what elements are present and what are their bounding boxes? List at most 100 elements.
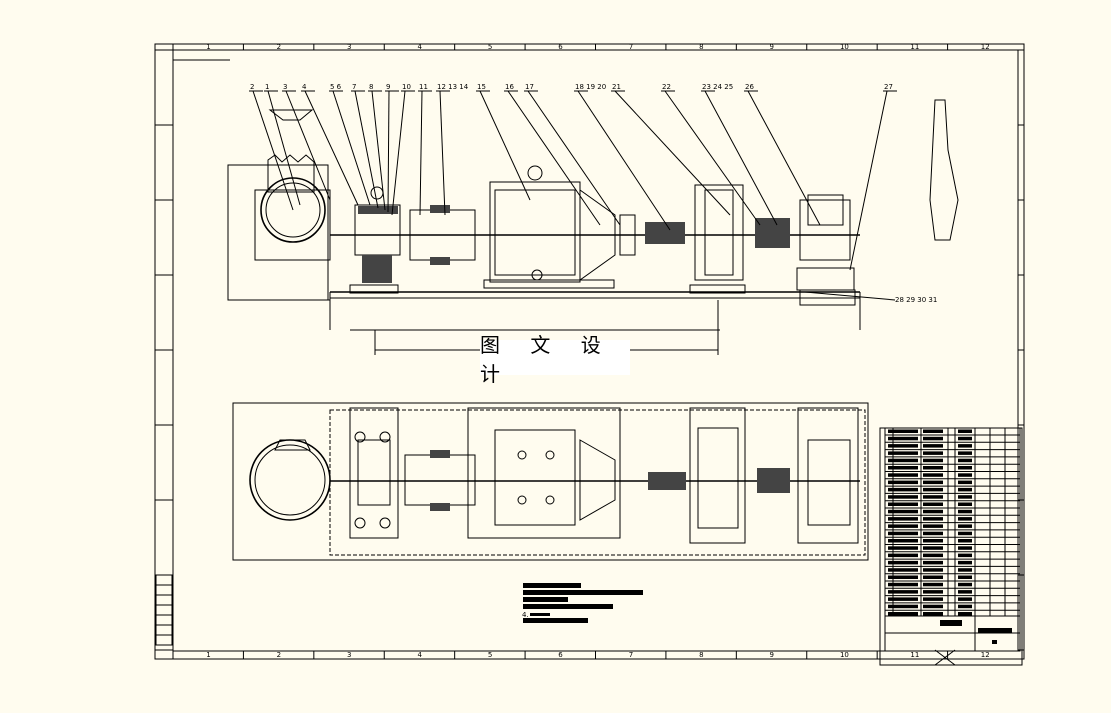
parts-list-text bbox=[888, 560, 918, 565]
leader-line bbox=[849, 90, 888, 271]
parts-list-text bbox=[958, 429, 972, 433]
parts-list-text bbox=[923, 539, 943, 543]
zone-number-bottom: 6 bbox=[558, 651, 563, 659]
parts-list-text bbox=[958, 597, 972, 601]
parts-list-text bbox=[958, 539, 972, 543]
parts-list-text bbox=[958, 590, 972, 594]
parts-list-text bbox=[888, 539, 918, 543]
parts-list-text bbox=[888, 517, 918, 521]
zone-number-bottom: 12 bbox=[981, 651, 990, 659]
parts-list-text bbox=[888, 612, 918, 616]
parts-list-text bbox=[923, 480, 943, 485]
zone-number-bottom: 10 bbox=[840, 651, 849, 659]
parts-list-text bbox=[888, 458, 918, 463]
parts-list-text bbox=[888, 436, 918, 441]
outer-frame bbox=[154, 43, 1025, 660]
parts-list-text bbox=[888, 480, 918, 485]
zone-number-top: 1 bbox=[206, 43, 210, 51]
balloon-label: 1 bbox=[265, 83, 269, 91]
leader-line bbox=[704, 90, 778, 226]
parts-list-text bbox=[958, 473, 972, 477]
balloon-label: 18 19 20 bbox=[575, 83, 606, 91]
parts-list-text bbox=[958, 612, 972, 616]
leader-line bbox=[747, 90, 821, 226]
balloon-label: 17 bbox=[525, 83, 534, 91]
balloon-label: 4 bbox=[302, 83, 307, 91]
zone-number-top: 2 bbox=[277, 43, 281, 51]
parts-list-text bbox=[923, 575, 943, 579]
zone-number-bottom: 3 bbox=[347, 651, 351, 659]
balloon-label: 10 bbox=[402, 83, 411, 91]
parts-list-text bbox=[923, 597, 943, 601]
leader-line bbox=[479, 90, 531, 201]
parts-list-text bbox=[923, 524, 943, 528]
zone-number-bottom: 9 bbox=[770, 651, 774, 659]
parts-list-text bbox=[923, 451, 943, 455]
parts-list-text bbox=[888, 590, 918, 594]
balloon-label: 9 bbox=[386, 83, 390, 91]
parts-list-text bbox=[958, 458, 972, 463]
parts-list-text bbox=[888, 568, 918, 572]
parts-list-text bbox=[923, 560, 943, 565]
leader-base bbox=[804, 291, 896, 301]
zone-number-top: 5 bbox=[488, 43, 492, 51]
zone-number-top: 3 bbox=[347, 43, 351, 51]
parts-list-text bbox=[923, 458, 943, 463]
balloon-label: 5 6 bbox=[330, 83, 342, 91]
parts-list-text bbox=[923, 444, 943, 448]
parts-list-text bbox=[923, 466, 943, 470]
title-text bbox=[940, 620, 962, 626]
leader-line bbox=[332, 90, 371, 206]
parts-list-text bbox=[888, 487, 918, 492]
parts-list-text bbox=[958, 553, 972, 558]
parts-list-text bbox=[888, 546, 918, 550]
balloon-label: 23 24 25 bbox=[702, 83, 733, 91]
drawing-name bbox=[978, 628, 1012, 633]
parts-list-text bbox=[958, 509, 972, 514]
parts-list-text bbox=[958, 487, 972, 492]
parts-list-text bbox=[958, 604, 972, 609]
parts-list-text bbox=[923, 612, 943, 616]
parts-list-text bbox=[958, 568, 972, 572]
leader-line bbox=[387, 90, 390, 213]
parts-list-text bbox=[888, 597, 918, 601]
balloon-label: 12 13 14 bbox=[437, 83, 469, 91]
zone-number-top: 4 bbox=[417, 43, 422, 51]
zone-number-bottom: 11 bbox=[910, 651, 919, 659]
parts-list-text bbox=[888, 473, 918, 477]
parts-list-text bbox=[888, 582, 918, 587]
leader-line bbox=[354, 90, 379, 209]
leader-line bbox=[614, 90, 731, 216]
parts-list-text bbox=[958, 560, 972, 565]
left-revision-table bbox=[155, 574, 173, 646]
parts-list-text bbox=[923, 531, 943, 536]
parts-list-text bbox=[888, 524, 918, 528]
leader-line bbox=[304, 90, 359, 206]
parts-list-text bbox=[888, 502, 918, 506]
zone-number-top: 9 bbox=[770, 43, 774, 51]
parts-list-text bbox=[888, 466, 918, 470]
watermark: 图 文 设 计 bbox=[480, 333, 630, 386]
balloon-label: 22 bbox=[662, 83, 671, 91]
parts-list-text bbox=[958, 575, 972, 579]
leader-line bbox=[419, 90, 423, 216]
parts-list-text bbox=[958, 546, 972, 550]
zone-number-bottom: 8 bbox=[699, 651, 703, 659]
leader-line bbox=[664, 90, 761, 226]
note-4: 4. bbox=[522, 611, 529, 619]
parts-list-text bbox=[923, 590, 943, 594]
parts-list-text bbox=[888, 429, 918, 433]
balloon-label: 16 bbox=[505, 83, 514, 91]
elevation-view bbox=[227, 99, 959, 355]
parts-list-text bbox=[923, 553, 943, 558]
parts-list-text bbox=[958, 451, 972, 455]
parts-list-text bbox=[923, 546, 943, 550]
parts-list-text bbox=[958, 436, 972, 441]
technical-notes: 4. bbox=[522, 583, 643, 623]
leader-line bbox=[507, 90, 601, 226]
parts-list-text bbox=[923, 495, 943, 499]
balloon-label: 3 bbox=[283, 83, 287, 91]
parts-list-text bbox=[958, 444, 972, 448]
